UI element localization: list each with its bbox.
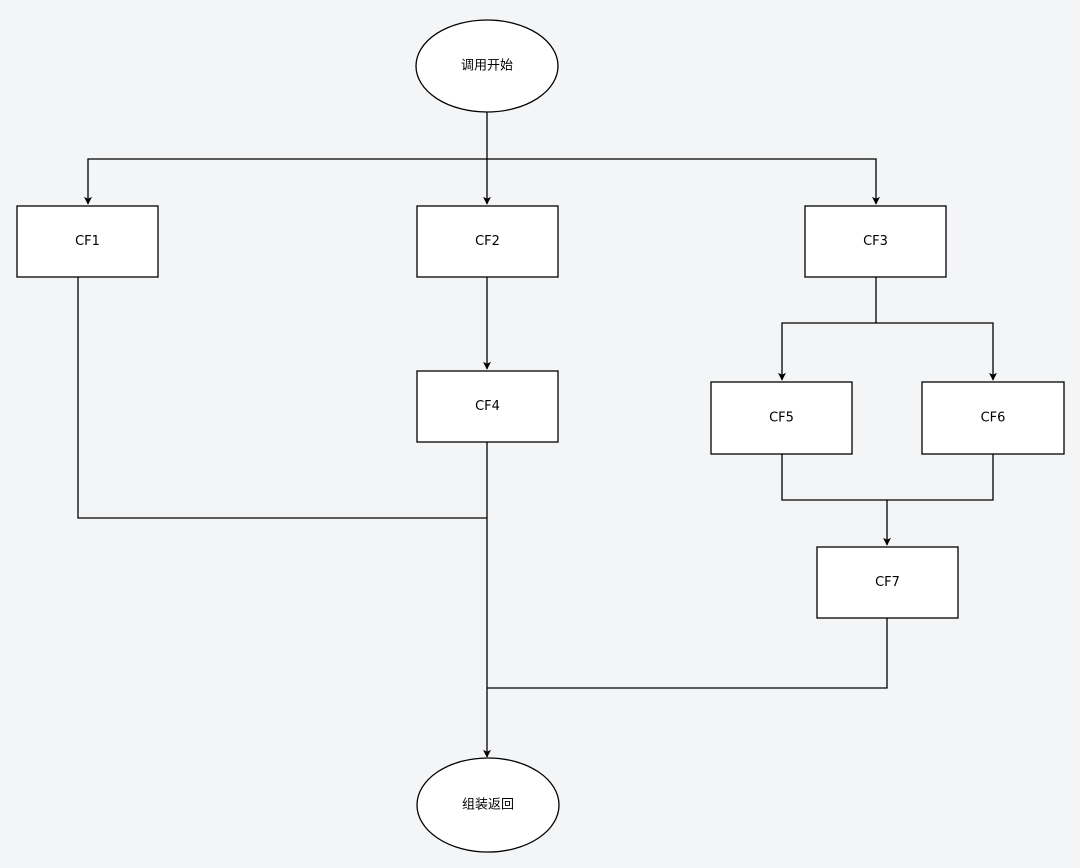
edge-cf3-to-cf5 <box>778 277 877 381</box>
node-cf7: CF7 <box>816 546 959 619</box>
node-cf6-label: CF6 <box>981 411 1006 426</box>
edge-cf7-to-end <box>487 618 888 689</box>
node-cf4: CF4 <box>416 370 559 443</box>
node-cf1: CF1 <box>16 205 159 278</box>
edge-cf1-to-end <box>77 277 487 519</box>
node-cf2-label: CF2 <box>475 234 500 249</box>
edge-cf6-to-cf7 <box>887 454 994 501</box>
node-cf7-label: CF7 <box>875 575 900 590</box>
edge-start-to-cf1 <box>84 158 487 205</box>
edge-start-to-cf3 <box>487 158 880 205</box>
edge-cf3-to-cf6 <box>876 322 997 381</box>
node-start: 调用开始 <box>415 19 559 113</box>
node-end-label: 组装返回 <box>462 798 514 813</box>
node-start-label: 调用开始 <box>461 59 513 74</box>
node-cf6: CF6 <box>921 381 1065 455</box>
node-cf3-label: CF3 <box>863 234 888 249</box>
node-cf4-label: CF4 <box>475 399 500 414</box>
node-cf3: CF3 <box>804 205 947 278</box>
node-cf5: CF5 <box>710 381 853 455</box>
node-cf5-label: CF5 <box>769 411 794 426</box>
edge-cf5-to-cf7 <box>781 454 891 546</box>
node-cf2: CF2 <box>416 205 559 278</box>
node-end: 组装返回 <box>416 757 560 853</box>
node-cf1-label: CF1 <box>75 234 100 249</box>
